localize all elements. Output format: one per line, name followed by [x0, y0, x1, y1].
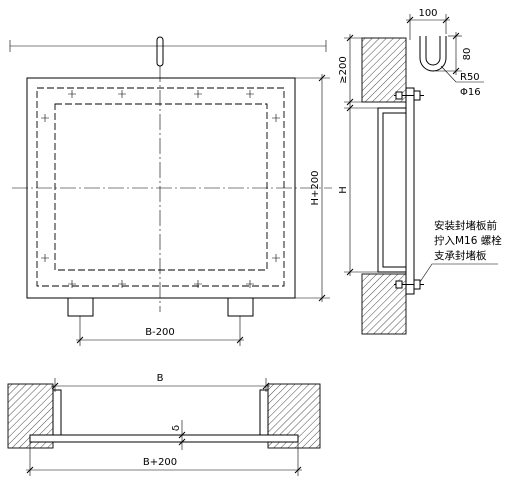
bolt-nut [413, 279, 421, 290]
hook-height-label: 80 [462, 48, 473, 61]
hook-width-label: 100 [418, 8, 437, 19]
dimension-ticks [346, 104, 354, 276]
bolt-mark [272, 254, 280, 262]
total-width-dimension: B+200 [26, 442, 302, 476]
radius-leader [440, 65, 484, 83]
opening-width-label: B [157, 373, 164, 384]
bolt-mark [68, 90, 76, 98]
bottom-bolt [394, 279, 424, 290]
bolt-mark [272, 114, 280, 122]
blocking-plate-section [405, 87, 415, 295]
anchor-hook-detail: 100 80 R50 Φ16 [406, 8, 484, 98]
dimension-ticks [318, 74, 326, 302]
bolt-mark [68, 280, 76, 288]
top-bolt [394, 90, 424, 101]
note-line-1: 安装封堵板前 [434, 219, 497, 232]
bolt-mark [246, 90, 254, 98]
dimension-ticks [452, 32, 460, 75]
dimension-ticks [178, 431, 186, 446]
frame-channel-outer [377, 107, 406, 273]
bolt-head [395, 91, 403, 100]
bolt-mark [118, 280, 126, 288]
bolt-mark [194, 90, 202, 98]
support-foot-right [227, 297, 254, 317]
note-leader [419, 263, 498, 283]
total-width-label: B+200 [143, 457, 177, 468]
front-view: B-200 H+200 [9, 36, 332, 346]
opening-height-label: H [338, 186, 349, 194]
bolt-head [395, 280, 403, 289]
dimension-ticks [406, 16, 450, 24]
frame-outer-hidden-line [36, 87, 285, 287]
plate-thickness-label: δ [171, 425, 182, 431]
blocking-plate-plan [29, 434, 299, 443]
lifting-lug [156, 36, 164, 67]
note-line-3: 支承封堵板 [434, 249, 487, 262]
opening-width-dimension: B [51, 373, 270, 392]
foot-spacing-label: B-200 [145, 327, 175, 338]
overall-width-line [9, 40, 327, 52]
frame-inner-hidden-line [54, 103, 268, 271]
bolt-mark [246, 280, 254, 288]
bolt-marks [41, 90, 280, 288]
wall-top-section [361, 37, 407, 103]
bolt-mark [41, 254, 49, 262]
height-dimension: H+200 [295, 74, 330, 302]
dimension-ticks [76, 336, 244, 344]
embed-dimension: ≥200 [338, 34, 362, 106]
dimension-ticks [26, 466, 302, 474]
hook-bar-diameter-label: Φ16 [460, 87, 481, 98]
height-label: H+200 [310, 171, 321, 206]
plan-section: B δ B+200 [7, 373, 321, 476]
frame-left-leg [52, 389, 62, 436]
side-view: 100 80 R50 Φ16 ≥200 H 安装封堵板前 拧入M [338, 8, 502, 335]
bolt-nut [413, 90, 421, 101]
dimension-ticks [346, 34, 354, 106]
frame-right-leg [259, 389, 269, 436]
bolt-note: 安装封堵板前 拧入M16 螺栓 支承封堵板 [419, 219, 502, 283]
support-foot-left [67, 297, 94, 317]
hook-inner-edge [425, 36, 441, 66]
embed-label: ≥200 [338, 56, 349, 83]
foot-spacing-dimension: B-200 [76, 316, 244, 346]
bolt-mark [41, 114, 49, 122]
hook-radius-label: R50 [460, 72, 480, 83]
plate-thickness-dimension: δ [171, 420, 186, 450]
bolt-mark [118, 90, 126, 98]
bolt-mark [194, 280, 202, 288]
note-line-2: 拧入M16 螺栓 [434, 234, 502, 247]
hook-outer-edge [419, 36, 447, 72]
dimension-ticks [51, 382, 270, 390]
opening-height-dimension: H [338, 104, 378, 276]
frame-channel-inner [382, 112, 406, 268]
